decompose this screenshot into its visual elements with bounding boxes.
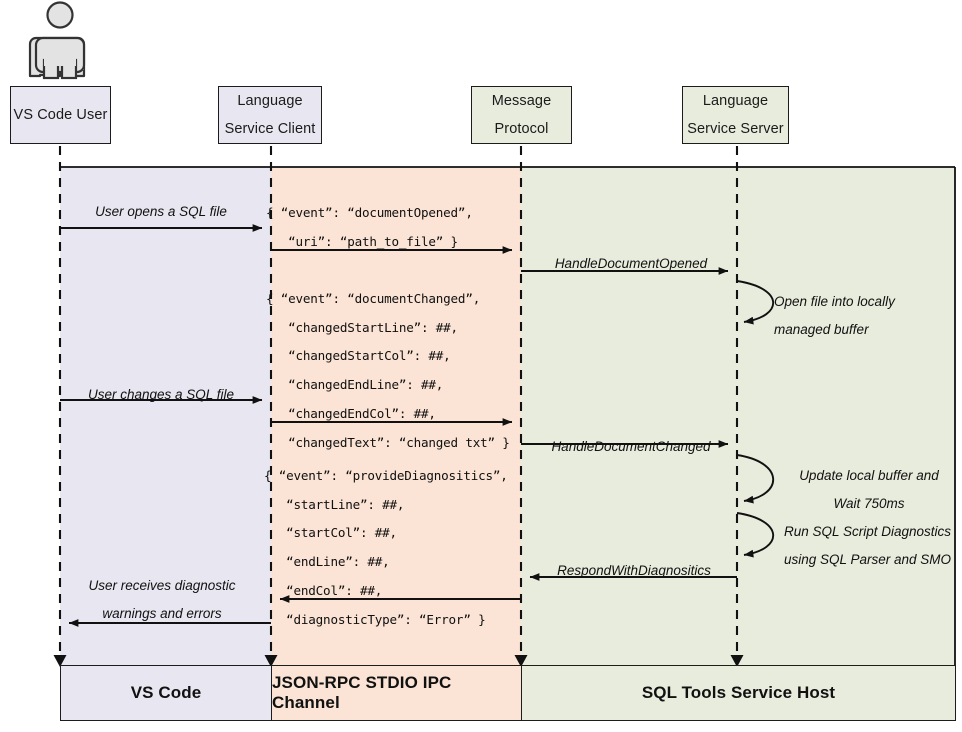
self-message-loops (736, 280, 775, 558)
message-label-respond-with-diagnositics: RespondWithDiagnositics (557, 563, 711, 578)
self-message-label-update-buffer-wait: Update local buffer and Wait 750ms (799, 468, 939, 511)
loop-update-buffer-wait (736, 454, 775, 504)
participant-language-service-client[interactable]: Language Service Client (218, 86, 322, 144)
message-label-handle-document-changed: HandleDocumentChanged (551, 439, 711, 454)
participant-vs-code-user[interactable]: VS Code User (10, 86, 111, 144)
footer-json-rpc-stdio-ipc-channel[interactable]: JSON-RPC STDIO IPC Channel (271, 665, 522, 721)
participant-label-line1: Language (702, 92, 769, 109)
payload-document-changed: { “event”: “documentChanged”, “changedSt… (266, 291, 510, 450)
participant-language-service-server[interactable]: Language Service Server (682, 86, 789, 144)
participant-label-line2: Protocol (494, 121, 549, 137)
participant-label-line2: Service Client (224, 121, 316, 137)
band-service-host (521, 167, 955, 665)
lifelines (58, 146, 739, 658)
message-label-user-receives-diagnostics: User receives diagnostic warnings and er… (88, 578, 236, 621)
participant-label-line2: Service Server (687, 121, 784, 137)
participant-message-protocol[interactable]: Message Protocol (471, 86, 572, 144)
self-message-label-run-sql-diagnostics: Run SQL Script Diagnostics using SQL Par… (783, 524, 952, 567)
stick-figure-actor (28, 1, 86, 80)
participant-label-line1: Language (237, 92, 303, 109)
footer-sql-tools-service-host[interactable]: SQL Tools Service Host (521, 665, 956, 721)
footer-vs-code[interactable]: VS Code (60, 665, 272, 721)
payload-provide-diagnositics: { “event”: “provideDiagnositics”, “start… (264, 468, 508, 627)
lifeline-terminators (53, 655, 744, 667)
loop-run-sql-diagnostics (736, 512, 775, 558)
message-arrows (60, 224, 737, 627)
message-label-user-opens-sql-file: User opens a SQL file (95, 204, 227, 219)
participant-label-line1: VS Code User (13, 106, 108, 123)
message-label-handle-document-opened: HandleDocumentOpened (554, 256, 708, 271)
participant-label-line1: Message (491, 92, 552, 109)
loop-open-file-buffer (736, 280, 775, 325)
self-message-label-open-file-buffer: Open file into locally managed buffer (774, 294, 895, 337)
payload-document-opened: { “event”: “documentOpened”, “uri”: “pat… (266, 205, 473, 249)
message-label-user-changes-sql-file: User changes a SQL file (87, 387, 235, 402)
band-vs-code (60, 167, 271, 665)
